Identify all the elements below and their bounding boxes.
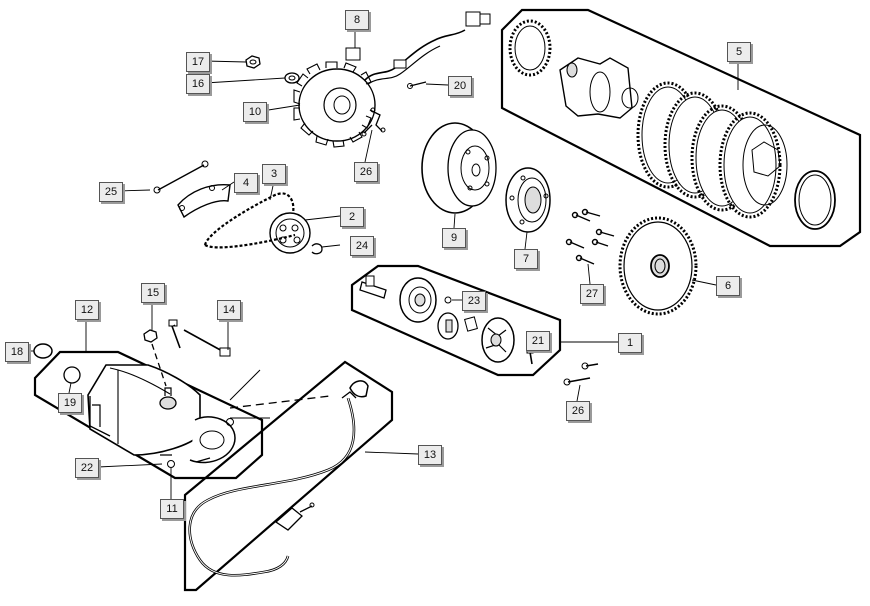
group-outline-5 bbox=[500, 8, 862, 248]
stator-part bbox=[293, 11, 491, 148]
group-outline-1 bbox=[350, 264, 562, 377]
callout-15[interactable]: 15 bbox=[141, 283, 165, 303]
callout-12[interactable]: 12 bbox=[75, 300, 99, 320]
starter-driven-gear-part bbox=[618, 216, 698, 316]
callout-23[interactable]: 23 bbox=[462, 291, 486, 311]
callout-6[interactable]: 6 bbox=[716, 276, 740, 296]
starter-cable-part bbox=[188, 380, 369, 577]
flywheel-part bbox=[421, 122, 497, 214]
callout-22[interactable]: 22 bbox=[75, 458, 99, 478]
group-outline-12 bbox=[33, 350, 264, 480]
callout-3[interactable]: 3 bbox=[262, 164, 286, 184]
callout-18[interactable]: 18 bbox=[5, 342, 29, 362]
sprocket-part bbox=[269, 212, 311, 254]
starter-clutch-part bbox=[505, 167, 551, 233]
callout-7[interactable]: 7 bbox=[514, 249, 538, 269]
callout-26a[interactable]: 26 bbox=[354, 162, 378, 182]
callout-20[interactable]: 20 bbox=[448, 76, 472, 96]
callout-19[interactable]: 19 bbox=[58, 393, 82, 413]
callout-10[interactable]: 10 bbox=[243, 102, 267, 122]
callout-8[interactable]: 8 bbox=[345, 10, 369, 30]
callout-13[interactable]: 13 bbox=[418, 445, 442, 465]
callout-25[interactable]: 25 bbox=[99, 182, 123, 202]
callout-16[interactable]: 16 bbox=[186, 74, 210, 94]
group-outline-13 bbox=[183, 360, 394, 592]
callout-17[interactable]: 17 bbox=[186, 52, 210, 72]
callout-4[interactable]: 4 bbox=[234, 173, 258, 193]
callout-24[interactable]: 24 bbox=[350, 236, 374, 256]
callout-21[interactable]: 21 bbox=[526, 331, 550, 351]
callout-26b[interactable]: 26 bbox=[566, 401, 590, 421]
callout-1[interactable]: 1 bbox=[618, 333, 642, 353]
gear-set-part bbox=[508, 19, 836, 230]
callout-11[interactable]: 11 bbox=[160, 499, 184, 519]
callout-14[interactable]: 14 bbox=[217, 300, 241, 320]
callout-5[interactable]: 5 bbox=[727, 42, 751, 62]
callout-2[interactable]: 2 bbox=[340, 207, 364, 227]
kick-starter-group-part bbox=[359, 275, 515, 363]
callout-27[interactable]: 27 bbox=[580, 284, 604, 304]
starter-motor-part bbox=[63, 364, 236, 468]
callout-9[interactable]: 9 bbox=[442, 228, 466, 248]
